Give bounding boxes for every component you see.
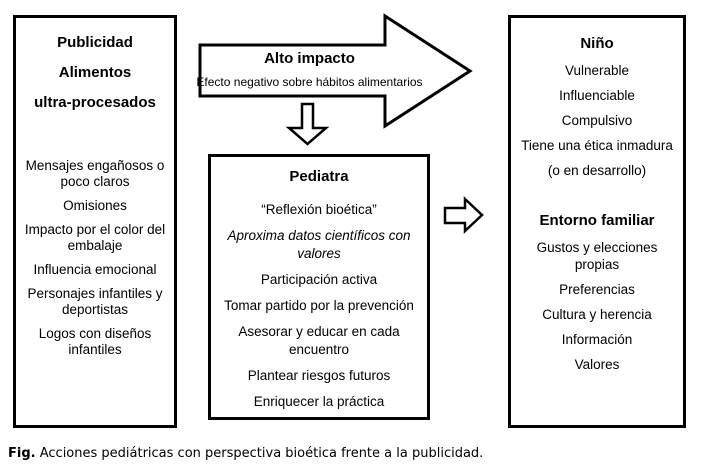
publicidad-item: Influencia emocional bbox=[33, 262, 157, 277]
publicidad-title-line: ultra-procesados bbox=[34, 94, 156, 111]
figure-caption: Fig. Acciones pediátricas con perspectiv… bbox=[8, 446, 698, 462]
figure-caption-label: Fig. bbox=[8, 446, 36, 461]
nino-item: Influenciable bbox=[559, 88, 635, 103]
publicidad-item: Impacto por el color del embalaje bbox=[24, 222, 166, 253]
down-arrow-icon bbox=[285, 102, 330, 146]
entorno-section-title: Entorno familiar bbox=[539, 212, 655, 229]
impact-arrow-title: Alto impacto bbox=[264, 50, 355, 67]
entorno-item: Preferencias bbox=[559, 282, 635, 297]
nino-item: Compulsivo bbox=[561, 113, 633, 128]
publicidad-title-line: Publicidad bbox=[57, 34, 133, 51]
right-arrow-icon bbox=[443, 196, 484, 234]
high-impact-arrow-label: Alto impacto Efecto negativo sobre hábit… bbox=[192, 50, 427, 89]
pediatra-item-list: “Reflexión bioética” Aproxima datos cient… bbox=[221, 201, 417, 411]
pediatra-item: Enriquecer la práctica bbox=[253, 394, 385, 409]
publicidad-item: Logos con diseños infantiles bbox=[38, 326, 152, 357]
publicidad-item: Omisiones bbox=[63, 198, 127, 213]
entorno-item: Cultura y herencia bbox=[542, 307, 652, 322]
nino-item: (o en desarrollo) bbox=[547, 163, 647, 178]
figure-caption-text: Acciones pediátricas con perspectiva bio… bbox=[39, 446, 484, 461]
nino-item: Vulnerable bbox=[564, 63, 630, 78]
pediatra-box-title: Pediatra bbox=[289, 168, 349, 185]
nino-item: Tiene una ética inmadura bbox=[521, 138, 673, 153]
publicidad-item: Personajes infantiles y deportistas bbox=[27, 286, 163, 317]
pediatra-box: Pediatra “Reflexión bioética” Aproxima da… bbox=[208, 154, 430, 420]
entorno-item: Gustos y elecciones propias bbox=[536, 240, 658, 272]
publicidad-title-line: Alimentos bbox=[58, 64, 132, 81]
entorno-item: Valores bbox=[574, 357, 620, 372]
pediatra-item: “Reflexión bioética” bbox=[261, 202, 377, 217]
pediatra-item: Asesorar y educar en cada encuentro bbox=[238, 324, 400, 357]
pediatra-item: Aproxima datos científicos con valores bbox=[227, 228, 411, 261]
pediatra-item: Tomar partido por la prevención bbox=[224, 298, 414, 313]
pediatra-item: Plantear riesgos futuros bbox=[247, 368, 391, 383]
publicidad-item: Mensajes engañosos o poco claros bbox=[25, 158, 165, 189]
entorno-item: Información bbox=[561, 332, 633, 347]
high-impact-arrow-shape bbox=[198, 13, 473, 129]
impact-arrow-subtitle: Efecto negativo sobre hábitos alimentari… bbox=[196, 75, 423, 89]
pediatra-item: Participación activa bbox=[260, 272, 378, 287]
nino-section-title: Niño bbox=[580, 35, 614, 52]
